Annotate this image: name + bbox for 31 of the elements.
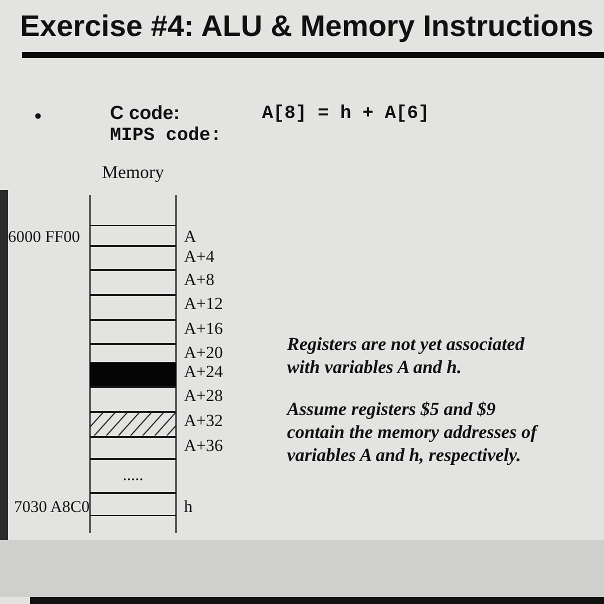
code-text: A[8] = h + A[6] bbox=[262, 103, 430, 125]
offset-label: A bbox=[184, 227, 196, 247]
column-heading: Memory bbox=[101, 162, 165, 182]
offset-label: A+36 bbox=[184, 436, 223, 456]
offset-label: A+12 bbox=[184, 294, 223, 314]
offset-label: A+28 bbox=[184, 386, 223, 406]
offset-label: A+8 bbox=[184, 270, 214, 290]
offset-label: A+24 bbox=[184, 362, 223, 382]
memory-cell bbox=[90, 411, 176, 438]
memory-cell bbox=[90, 245, 176, 271]
offset-label: A+20 bbox=[184, 343, 223, 363]
address-label: 6000 FF00 bbox=[8, 227, 80, 247]
memory-cell bbox=[90, 269, 176, 296]
memory-cell bbox=[90, 492, 176, 516]
note-text: Assume registers $5 and $9 contain the memory addresses of variables A and h, respectively. bbox=[287, 399, 540, 468]
offset-label: A+4 bbox=[184, 247, 214, 267]
code-label: C code: bbox=[110, 103, 180, 125]
note-text: Registers are not yet associated with variables A and h. bbox=[287, 334, 526, 380]
memory-cell bbox=[90, 362, 176, 388]
memory-cell bbox=[90, 458, 176, 494]
offset-label: h bbox=[184, 497, 192, 517]
memory-cell bbox=[90, 436, 176, 460]
memory-cell bbox=[90, 225, 176, 247]
memory-cell bbox=[90, 319, 176, 345]
address-label: 7030 A8C0 bbox=[14, 497, 90, 517]
cell-text: ..... bbox=[122, 465, 144, 486]
offset-label: A+16 bbox=[184, 319, 223, 339]
offset-label: A+32 bbox=[184, 411, 223, 431]
memory-cell bbox=[90, 294, 176, 321]
code-label: MIPS code: bbox=[110, 125, 222, 147]
slide-title: Exercise #4: ALU & Memory Instructions bbox=[20, 9, 594, 45]
